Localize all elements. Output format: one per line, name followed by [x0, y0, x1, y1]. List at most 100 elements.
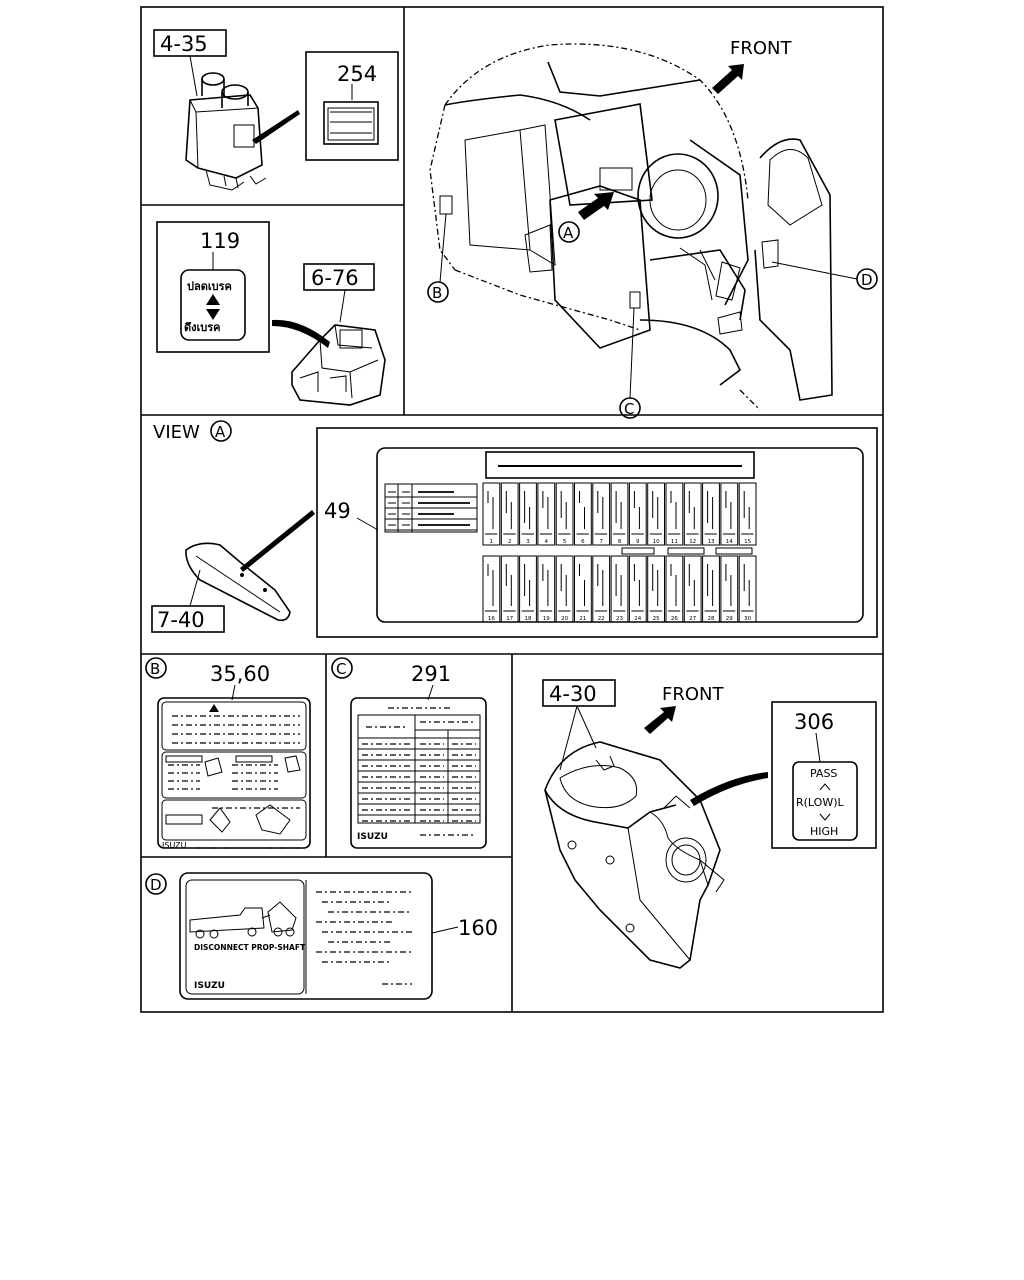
panel-d-brand: ISUZU: [194, 981, 225, 991]
panel-c-ref: C: [336, 660, 346, 678]
view-title: VIEW: [153, 422, 200, 443]
ref-C: C: [624, 400, 634, 418]
fuse-number: 14: [726, 539, 733, 545]
fuse-slot: [628, 555, 647, 623]
cab-drawing: [429, 43, 833, 411]
ref-D: D: [861, 271, 873, 289]
fuse-slot: [738, 555, 757, 623]
fuse-number: 10: [653, 539, 660, 545]
fuse-slot: [647, 482, 666, 546]
label-35-60: 35,60: [210, 662, 270, 686]
fuse-slot: [555, 555, 574, 623]
fuse-slot: [665, 482, 684, 546]
view-ref: A: [215, 423, 226, 441]
fuse-number: 28: [708, 616, 715, 622]
fuse-number: 9: [636, 539, 640, 545]
panel-switch: 4-30 FRONT 306 PASS R(LOW)L HIGH: [542, 679, 877, 969]
reservoir-tank: [185, 72, 267, 191]
fuse-number: 21: [579, 616, 586, 622]
fuse-number: 4: [545, 539, 549, 545]
fuse-number: 5: [563, 539, 567, 545]
label-291: 291: [411, 662, 451, 686]
fuse-slot: [519, 555, 537, 623]
ref-C-panel-circle: [331, 657, 353, 679]
callout-box-6-76: [303, 263, 375, 291]
fuse-slot: [683, 555, 702, 623]
fuse-slot: [628, 482, 647, 546]
fuse-slot: [519, 482, 537, 546]
panel-c: C 291 ISUZU: [331, 657, 487, 849]
panel-d-ref: D: [150, 876, 162, 894]
dimmer-sticker: [792, 761, 858, 841]
panel-c-brand: ISUZU: [357, 832, 388, 842]
warning-icon: [209, 704, 219, 712]
panel-reservoir: 4-35 254: [153, 29, 399, 191]
label-119: 119: [200, 229, 240, 253]
panel-b-ref: B: [150, 660, 160, 678]
tow-truck-icon: [189, 901, 297, 939]
caret-down-icon: [819, 813, 831, 821]
fuse-number: 27: [689, 616, 696, 622]
brake-apply-text: ดึงเบรค: [184, 321, 221, 334]
fuse-number: 13: [708, 539, 715, 545]
label-d-sticker: [179, 872, 433, 1000]
ref-B-circle: [427, 281, 449, 303]
fuse-slot: [555, 482, 574, 546]
fuse-slot: [592, 482, 611, 546]
fuse-slot: [537, 482, 556, 546]
fuse-label-sticker: [376, 447, 864, 623]
label-254: 254: [337, 62, 377, 86]
fuse-slot: [500, 555, 519, 623]
fuse-number: 1: [490, 539, 494, 545]
fuse-slot: [702, 482, 720, 546]
front-label-switch: FRONT: [662, 684, 724, 705]
callout-7-40: 7-40: [157, 608, 205, 632]
brake-release-text: ปลดเบรค: [187, 280, 232, 293]
fuse-slot: [738, 482, 757, 546]
panel-d: D DISCONNECT PROP-SHAFT ISUZU 160: [145, 872, 498, 1000]
view-arrow-icon: [578, 192, 614, 220]
frame: [140, 6, 884, 1013]
fuse-slot: [500, 482, 519, 546]
switch-housing: [544, 741, 725, 969]
label-119-box: [156, 221, 270, 353]
label-49-frame: [316, 427, 878, 638]
ref-B-panel-circle: [145, 657, 167, 679]
callout-4-30: 4-30: [549, 682, 597, 706]
fuse-slot: [610, 482, 629, 546]
label-49: 49: [324, 499, 351, 523]
switch-low: R(LOW)L: [796, 796, 844, 809]
fuse-number: 7: [599, 539, 603, 545]
fuse-slot: [647, 555, 666, 623]
up-arrow-icon: [206, 294, 220, 305]
fuse-slot: [683, 482, 702, 546]
fuse-number: 16: [488, 616, 495, 622]
fuse-number: 23: [616, 616, 623, 622]
brake-sticker: [180, 269, 246, 341]
fuse-number: 25: [653, 616, 660, 622]
fuse-slot: [482, 555, 501, 623]
fuse-number: 8: [618, 539, 622, 545]
fuse-number: 19: [543, 616, 550, 622]
fuse-slot: [482, 482, 501, 546]
ref-A-circle: [558, 221, 580, 243]
panel-cab: FRONT: [427, 38, 878, 419]
front-arrow-switch-icon: [644, 706, 676, 734]
view-ref-circle: [210, 420, 232, 442]
fuse-number: 3: [526, 539, 530, 545]
fuse-legend: [385, 484, 477, 532]
fuse-slot: [574, 555, 592, 623]
fuse-slot: [574, 482, 592, 546]
label-254-sticker: [323, 101, 379, 145]
front-label-top: FRONT: [730, 38, 792, 59]
fuse-number: 12: [689, 539, 696, 545]
fuse-number: 29: [726, 616, 733, 622]
fuse-number: 6: [581, 539, 585, 545]
switch-high: HIGH: [810, 825, 838, 838]
fuse-slot: [720, 482, 739, 546]
panel-b: B 35,60 ISUZU: [145, 657, 311, 850]
label-c-sticker: [350, 697, 487, 849]
